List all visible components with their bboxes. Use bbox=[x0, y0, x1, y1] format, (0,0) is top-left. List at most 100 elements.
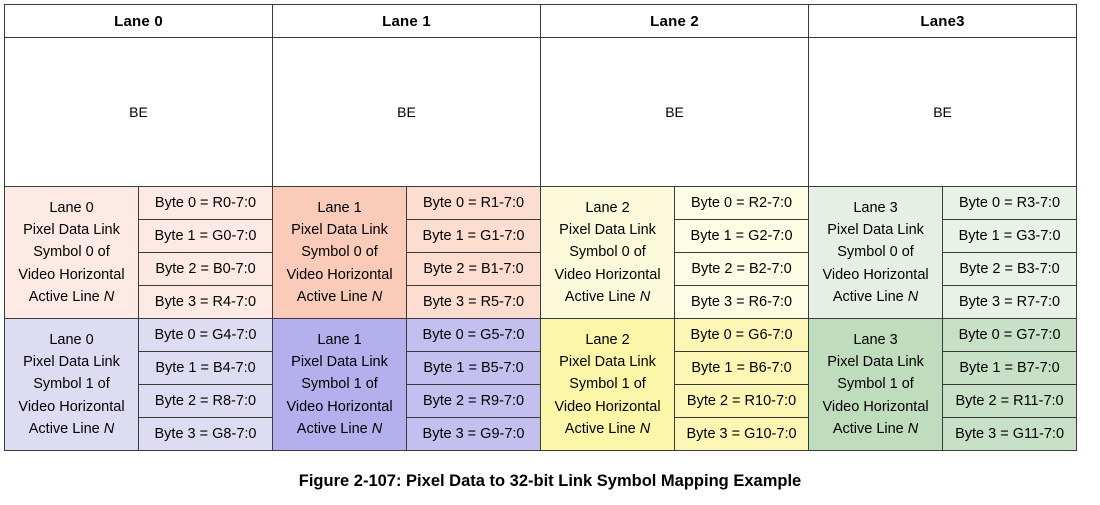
lane-0-symbol-1-byte-3: Byte 3 = G8-7:0 bbox=[137, 417, 274, 451]
lane-header-1: Lane 1 bbox=[272, 4, 542, 38]
lane-label-line: Pixel Data Link bbox=[23, 222, 120, 239]
symbol-0-byte-3-row: Byte 3 = R4-7:0 Byte 3 = R5-7:0 Byte 3 =… bbox=[5, 285, 1078, 319]
lane-0-symbol-1-byte-2: Byte 2 = R8-7:0 bbox=[137, 384, 274, 418]
lane-header-0: Lane 0 bbox=[3, 4, 274, 38]
lane-label-line: Pixel Data Link bbox=[827, 354, 924, 371]
lane-header-3: Lane3 bbox=[808, 4, 1078, 38]
lane-2-symbol-1-byte-1: Byte 1 = B6-7:0 bbox=[674, 351, 810, 385]
lane-label-line: Active Line N bbox=[296, 288, 383, 305]
line-number-variable: N bbox=[103, 288, 115, 305]
lane-label-line: Symbol 1 of bbox=[33, 376, 110, 393]
lane-3-symbol-0-byte-0: Byte 0 = R3-7:0 bbox=[942, 186, 1078, 220]
lane-label-line: Symbol 1 of bbox=[301, 376, 378, 393]
lane-label-line: Pixel Data Link bbox=[559, 222, 656, 239]
lane-label-line: Pixel Data Link bbox=[291, 354, 388, 371]
lane-2-symbol-1-byte-3: Byte 3 = G10-7:0 bbox=[674, 417, 810, 451]
lane-label-line: Active Line N bbox=[564, 288, 651, 305]
lane-label-line: Active Line N bbox=[28, 420, 115, 437]
lane-2-symbol-0-byte-0: Byte 0 = R2-7:0 bbox=[674, 186, 810, 220]
lane-label-line: Lane 0 bbox=[49, 332, 94, 349]
lane-0-symbol-1-byte-0: Byte 0 = G4-7:0 bbox=[137, 318, 274, 352]
lane-0-symbol-0-byte-3: Byte 3 = R4-7:0 bbox=[137, 285, 274, 319]
lane-3-symbol-1-byte-0: Byte 0 = G7-7:0 bbox=[942, 318, 1078, 352]
lane-label-line: Pixel Data Link bbox=[291, 222, 388, 239]
lane-label-line: Pixel Data Link bbox=[827, 222, 924, 239]
symbol-1-byte-3-row: Byte 3 = G8-7:0 Byte 3 = G9-7:0 Byte 3 =… bbox=[5, 417, 1078, 451]
lane-label-line: Lane 0 bbox=[49, 200, 94, 217]
lane-label-line: Active Line N bbox=[296, 420, 383, 437]
line-number-variable: N bbox=[639, 288, 651, 305]
lane-0-symbol-0-byte-2: Byte 2 = B0-7:0 bbox=[137, 252, 274, 286]
be-cell-lane-3: BE bbox=[808, 37, 1078, 187]
lane-header-row: Lane 0 Lane 1 Lane 2 Lane3 bbox=[3, 4, 1078, 38]
lane-label-line: Lane 1 bbox=[317, 200, 362, 217]
lane-label-line: Pixel Data Link bbox=[559, 354, 656, 371]
be-cell-lane-2: BE bbox=[540, 37, 810, 187]
lane-3-symbol-1-byte-2: Byte 2 = R11-7:0 bbox=[942, 384, 1078, 418]
symbol-1-byte-2-row: Byte 2 = R8-7:0 Byte 2 = R9-7:0 Byte 2 =… bbox=[5, 384, 1078, 418]
line-number-variable: N bbox=[907, 288, 919, 305]
lane-label-line: Lane 3 bbox=[853, 200, 898, 217]
be-row: BE BE BE BE bbox=[3, 37, 1078, 187]
lane-0-symbol-1-byte-1: Byte 1 = B4-7:0 bbox=[137, 351, 274, 385]
symbol-0-byte-2-row: Byte 2 = B0-7:0 Byte 2 = B1-7:0 Byte 2 =… bbox=[5, 252, 1078, 286]
lane-label-line: Active Line N bbox=[28, 288, 115, 305]
lane-label-line: Video Horizontal bbox=[822, 398, 929, 415]
lane-header-2: Lane 2 bbox=[540, 4, 810, 38]
line-number-variable: N bbox=[639, 420, 651, 437]
lane-label-line: Lane 2 bbox=[585, 332, 630, 349]
line-number-variable: N bbox=[103, 420, 115, 437]
lane-label-line: Lane 1 bbox=[317, 332, 362, 349]
lane-label-line: Active Line N bbox=[832, 420, 919, 437]
lane-3-symbol-0-byte-2: Byte 2 = B3-7:0 bbox=[942, 252, 1078, 286]
lane-0-symbol-0-byte-0: Byte 0 = R0-7:0 bbox=[137, 186, 274, 220]
lane-2-symbol-0-byte-3: Byte 3 = R6-7:0 bbox=[674, 285, 810, 319]
lane-label-line: Symbol 0 of bbox=[301, 244, 378, 261]
symbol-0-byte-1-row: Byte 1 = G0-7:0 Byte 1 = G1-7:0 Byte 1 =… bbox=[5, 219, 1078, 253]
lane-2-symbol-1-byte-0: Byte 0 = G6-7:0 bbox=[674, 318, 810, 352]
symbol-1-byte-1-row: Byte 1 = B4-7:0 Byte 1 = B5-7:0 Byte 1 =… bbox=[5, 351, 1078, 385]
lane-2-symbol-0-byte-2: Byte 2 = B2-7:0 bbox=[674, 252, 810, 286]
lane-label-line: Lane 3 bbox=[853, 332, 898, 349]
lane-1-symbol-1-byte-2: Byte 2 = R9-7:0 bbox=[406, 384, 542, 418]
line-number-variable: N bbox=[371, 420, 383, 437]
lane-2-symbol-1-byte-2: Byte 2 = R10-7:0 bbox=[674, 384, 810, 418]
pixel-data-mapping-table: Lane 0 Lane 1 Lane 2 Lane3 BE BE BE BE L… bbox=[3, 4, 1078, 451]
lane-label-line: Active Line N bbox=[564, 420, 651, 437]
lane-1-symbol-0-byte-3: Byte 3 = R5-7:0 bbox=[406, 285, 542, 319]
be-cell-lane-1: BE bbox=[272, 37, 542, 187]
lane-label-line: Video Horizontal bbox=[18, 266, 125, 283]
lane-label-line: Pixel Data Link bbox=[23, 354, 120, 371]
lane-1-symbol-1-byte-1: Byte 1 = B5-7:0 bbox=[406, 351, 542, 385]
lane-1-symbol-0-byte-1: Byte 1 = G1-7:0 bbox=[406, 219, 542, 253]
lane-1-symbol-0-byte-2: Byte 2 = B1-7:0 bbox=[406, 252, 542, 286]
lane-label-line: Symbol 0 of bbox=[569, 244, 646, 261]
line-number-variable: N bbox=[907, 420, 919, 437]
lane-1-symbol-0-byte-0: Byte 0 = R1-7:0 bbox=[406, 186, 542, 220]
lane-label-line: Video Horizontal bbox=[554, 266, 661, 283]
lane-0-symbol-0-byte-1: Byte 1 = G0-7:0 bbox=[137, 219, 274, 253]
lane-label-line: Symbol 1 of bbox=[837, 376, 914, 393]
lane-label-line: Video Horizontal bbox=[286, 266, 393, 283]
mapping-table-container: Lane 0 Lane 1 Lane 2 Lane3 BE BE BE BE L… bbox=[3, 4, 1078, 451]
lane-3-symbol-0-byte-3: Byte 3 = R7-7:0 bbox=[942, 285, 1078, 319]
lane-1-symbol-1-byte-0: Byte 0 = G5-7:0 bbox=[406, 318, 542, 352]
lane-3-symbol-0-byte-1: Byte 1 = G3-7:0 bbox=[942, 219, 1078, 253]
lane-label-line: Video Horizontal bbox=[554, 398, 661, 415]
lane-2-symbol-0-byte-1: Byte 1 = G2-7:0 bbox=[674, 219, 810, 253]
lane-label-line: Symbol 0 of bbox=[837, 244, 914, 261]
lane-label-line: Video Horizontal bbox=[18, 398, 125, 415]
lane-3-symbol-1-byte-3: Byte 3 = G11-7:0 bbox=[942, 417, 1078, 451]
lane-label-line: Active Line N bbox=[832, 288, 919, 305]
lane-1-symbol-1-byte-3: Byte 3 = G9-7:0 bbox=[406, 417, 542, 451]
